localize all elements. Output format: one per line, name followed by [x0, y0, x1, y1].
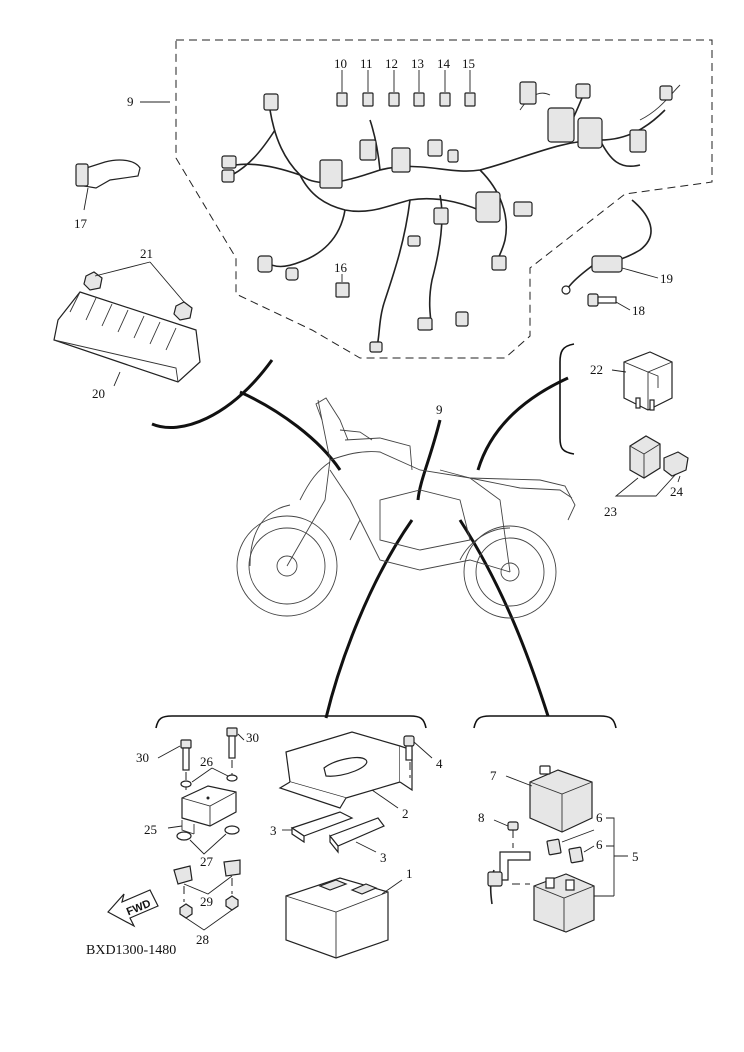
callout-25: 25	[144, 822, 157, 837]
callout-16: 16	[334, 260, 348, 275]
callout-18: 18	[632, 303, 645, 318]
ecu-20-part	[53, 261, 201, 387]
bolt-4-part	[403, 735, 433, 778]
callout-10: 10	[334, 56, 347, 71]
clamp-17-part	[75, 159, 141, 211]
callout-26: 26	[200, 754, 214, 769]
callout-6b: 6	[596, 837, 603, 852]
callout-19: 19	[660, 271, 673, 286]
connector-line-right-top	[476, 376, 569, 471]
motorcycle-illustration	[236, 397, 576, 619]
callout-11: 11	[360, 56, 373, 71]
callout-20: 20	[92, 386, 105, 401]
battery-bracket-2-part	[278, 731, 413, 809]
callout-27: 27	[200, 854, 214, 869]
callout-28: 28	[196, 932, 209, 947]
fuse-6-parts	[546, 829, 595, 864]
callout-30b: 30	[246, 730, 259, 745]
callout-9-bike: 9	[436, 402, 443, 417]
connector-line-ecu	[239, 390, 342, 471]
callout-8: 8	[478, 810, 485, 825]
battery-1-part	[285, 877, 403, 959]
callout-12: 12	[385, 56, 398, 71]
collar-29-parts	[173, 859, 241, 895]
callout-1: 1	[406, 866, 413, 881]
starter-relay-5-part	[533, 873, 614, 933]
callout-7: 7	[490, 768, 497, 783]
relay-22-part	[611, 351, 673, 411]
regulator-25-part	[167, 785, 237, 835]
callout-3b: 3	[380, 850, 387, 865]
callout-13: 13	[411, 56, 424, 71]
callout-2: 2	[402, 806, 409, 821]
connector-line-left-top	[151, 359, 274, 429]
bracket-bottom-left	[155, 715, 427, 729]
callout-4: 4	[436, 756, 443, 771]
bracket-bottom-right	[473, 715, 617, 729]
callout-29: 29	[200, 894, 213, 909]
sensor-19-part	[561, 199, 659, 295]
callout-21: 21	[140, 246, 153, 261]
callout-30a: 30	[136, 750, 149, 765]
washer-26-parts	[180, 767, 238, 788]
bolt-30-parts	[157, 727, 245, 790]
connector-line-bottom-right	[458, 519, 550, 717]
callout-9-top: 9	[127, 94, 134, 109]
relay-holder-23-part	[614, 435, 689, 497]
callout-14: 14	[437, 56, 451, 71]
callout-3a: 3	[270, 823, 277, 838]
callout-17: 17	[74, 216, 88, 231]
callout-24: 24	[670, 484, 684, 499]
callout-15: 15	[462, 56, 475, 71]
starter-relay-7-part	[505, 765, 593, 833]
grommet-27-parts	[176, 825, 240, 855]
callout-22: 22	[590, 362, 603, 377]
callout-23: 23	[604, 504, 617, 519]
callout-6a: 6	[596, 810, 603, 825]
bracket-right-top	[559, 343, 575, 455]
relay-16-part	[335, 282, 350, 298]
connector-line-bottom-left	[324, 519, 414, 719]
nut-28-parts	[179, 878, 239, 931]
bolt-18-part	[587, 293, 631, 311]
callout-5: 5	[632, 849, 639, 864]
harness-dashed-boundary	[175, 39, 713, 359]
bracket-5-6	[606, 817, 628, 896]
diagram-code: BXD1300-1480	[86, 943, 176, 958]
pad-3-parts	[282, 811, 385, 854]
fwd-arrow-icon: FWD	[107, 889, 159, 928]
connector-line-9	[416, 419, 442, 501]
bolt-8-part	[487, 819, 531, 905]
wire-harness	[221, 81, 681, 353]
fuse-row	[336, 70, 476, 107]
